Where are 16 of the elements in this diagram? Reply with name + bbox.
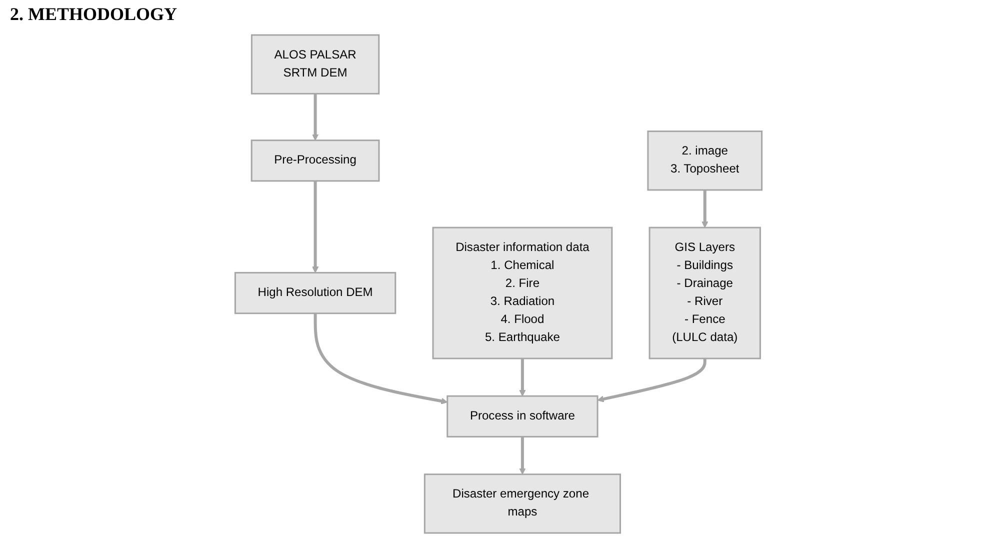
arrow (519, 358, 526, 396)
node-box: High Resolution DEM (234, 272, 396, 314)
arrow (702, 190, 708, 228)
arrow (519, 436, 526, 475)
arrow (314, 313, 448, 404)
arrow (312, 180, 319, 274)
node-box: GIS Layers - Buildings - Drainage - River - Fence (LULC data) (648, 226, 761, 360)
arrow (597, 358, 706, 402)
node-box: Disaster emergency zone maps (424, 474, 621, 534)
node-box: Pre-Processing (250, 140, 380, 182)
diagram-title: 2. METHODOLOGY (10, 4, 178, 25)
node-box: Process in software (446, 395, 598, 438)
node-box: 2. image 3. Toposheet (647, 130, 763, 191)
arrow (312, 94, 319, 141)
node-box: ALOS PALSAR SRTM DEM (250, 34, 380, 94)
node-box: Disaster information data 1. Chemical 2. Fire 3. Radiation 4. Flood 5. Earthquake (432, 226, 613, 360)
